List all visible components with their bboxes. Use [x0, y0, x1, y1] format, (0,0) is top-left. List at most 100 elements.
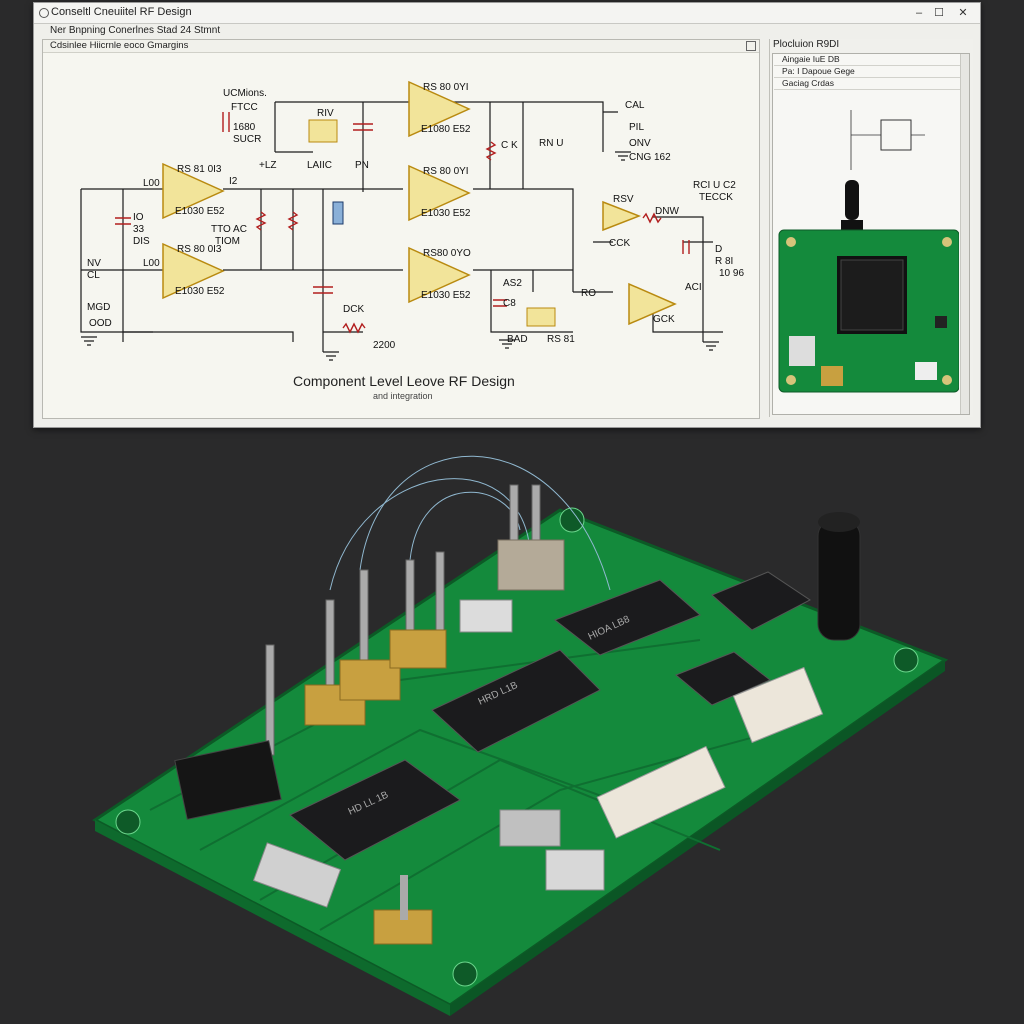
label: I2	[229, 176, 238, 187]
label: RS 80 0I3	[177, 244, 222, 255]
label: TIOM	[215, 236, 240, 247]
label: D	[715, 244, 722, 255]
preview-wire	[850, 110, 925, 170]
schematic-panel-title: Cdsinlee Hiicrnle eoco Gmargins	[50, 40, 189, 51]
app-window: Conseltl Cneuiitel RF Design – ☐ ✕ Ner B…	[33, 2, 981, 428]
label: BAD	[507, 334, 528, 345]
capacitor	[682, 240, 690, 254]
list-item-label: Gaciag Crdas	[782, 78, 834, 88]
connector-icon	[821, 366, 843, 386]
close-button[interactable]: ✕	[958, 7, 968, 19]
label: NV	[87, 258, 101, 269]
label: RS 81 0I3	[177, 164, 222, 175]
label: SUCR	[233, 134, 261, 145]
label: TECCK	[699, 192, 733, 203]
amplifier-left-top	[162, 162, 225, 220]
label: C K	[501, 140, 518, 151]
diagram-subtitle: and integration	[373, 391, 433, 401]
schematic-labels: UCMions. FTCC 1680 SUCR RIV LAIIC PN +LZ…	[87, 82, 744, 351]
list-item[interactable]: Gaciag Crdas	[774, 78, 960, 90]
label: CNG 162	[629, 152, 671, 163]
label: GCK	[653, 314, 675, 325]
label: E1080 E52	[421, 124, 471, 135]
label: RO	[581, 288, 596, 299]
label: DIS	[133, 236, 150, 247]
label: RS 80 0YI	[423, 166, 469, 177]
label: IO	[133, 212, 144, 223]
list-item-label: Pa: I Dapoue Gege	[782, 66, 855, 76]
schematic-panel[interactable]: Cdsinlee Hiicrnle eoco Gmargins	[42, 39, 760, 419]
capacitor	[222, 112, 230, 132]
label: RS 80 0YI	[423, 82, 469, 93]
inductor	[332, 201, 344, 225]
label: ONV	[629, 138, 651, 149]
sd-slot-icon	[789, 336, 815, 366]
amplifier-right-small	[602, 200, 642, 232]
connectors	[174, 599, 824, 908]
mounting-holes	[115, 507, 919, 987]
rf-pin-connectors	[265, 484, 565, 756]
label: E1030 E52	[175, 286, 225, 297]
amplifier-top	[408, 80, 471, 138]
capacitor	[353, 123, 373, 131]
rf-antenna	[817, 512, 861, 641]
label: RSV	[613, 194, 634, 205]
resistor	[485, 141, 497, 161]
label: DCK	[343, 304, 364, 315]
label: E1030 E52	[175, 206, 225, 217]
board-preview-image	[778, 110, 959, 393]
label: E1030 E52	[421, 208, 471, 219]
capacitor	[313, 286, 333, 294]
schematic-wires	[80, 101, 723, 352]
usb-port-icon	[915, 362, 937, 380]
label: E1030 E52	[421, 290, 471, 301]
capacitor	[493, 299, 507, 307]
preview-panel-header: Plocluion R9DI	[770, 39, 973, 51]
crystal-component	[526, 307, 556, 327]
app-icon	[39, 8, 49, 18]
scrollbar[interactable]	[960, 54, 969, 414]
schematic-diagram: UCMions. FTCC 1680 SUCR RIV LAIIC PN +LZ…	[80, 80, 744, 361]
diagram-title: Component Level Leove RF Design	[293, 373, 515, 389]
amplifier-left-bottom	[162, 242, 225, 300]
resistor	[642, 212, 662, 224]
label: LAIIC	[307, 160, 332, 171]
antenna-icon	[845, 180, 859, 220]
label: OOD	[89, 318, 112, 329]
label: 2200	[373, 340, 396, 351]
pcb-render: HD LL 1B HRD L1B HIOA LB8	[92, 455, 949, 1016]
label: PIL	[629, 122, 644, 133]
resistor	[255, 211, 267, 231]
label: 10 96	[719, 268, 744, 279]
toolbar: Ner Bnpning Conerlnes Stad 24 Stmnt	[34, 24, 980, 38]
capacitor	[115, 217, 131, 225]
label: CAL	[625, 100, 645, 111]
amplifier-symbols	[162, 80, 677, 326]
maximize-button[interactable]: ☐	[934, 7, 944, 19]
resistor	[342, 322, 366, 334]
panel-maximize-button[interactable]	[746, 41, 756, 51]
list-item[interactable]: Pa: I Dapoue Gege	[774, 66, 960, 78]
list-item-label: Aingaie IuE DB	[782, 54, 840, 64]
minimize-button[interactable]: –	[915, 7, 923, 19]
list-item[interactable]: Aingaie IuE DB	[774, 54, 960, 66]
regulator-chip	[308, 119, 338, 143]
label: CCK	[609, 238, 630, 249]
schematic-panel-header: Cdsinlee Hiicrnle eoco Gmargins	[43, 40, 759, 53]
label: L00	[143, 178, 160, 189]
amplifier-bottom	[408, 246, 471, 304]
label: MGD	[87, 302, 110, 313]
label: RIV	[317, 108, 334, 119]
label: TTO AC	[211, 224, 247, 235]
label: C8	[503, 298, 516, 309]
label: R 8I	[715, 256, 733, 267]
toolbar-text: Ner Bnpning Conerlnes Stad 24 Stmnt	[50, 25, 221, 36]
preview-pane[interactable]: Aingaie IuE DB Pa: I Dapoue Gege Gaciag …	[772, 53, 970, 415]
label: 1680	[233, 122, 256, 133]
ic-chips: HD LL 1B HRD L1B HIOA LB8	[289, 571, 811, 861]
preview-panel-title: Plocluion R9DI	[773, 39, 840, 50]
amplifier-right	[628, 282, 677, 326]
label: ACI	[685, 282, 702, 293]
label: L00	[143, 258, 160, 269]
passive-components	[115, 112, 690, 334]
